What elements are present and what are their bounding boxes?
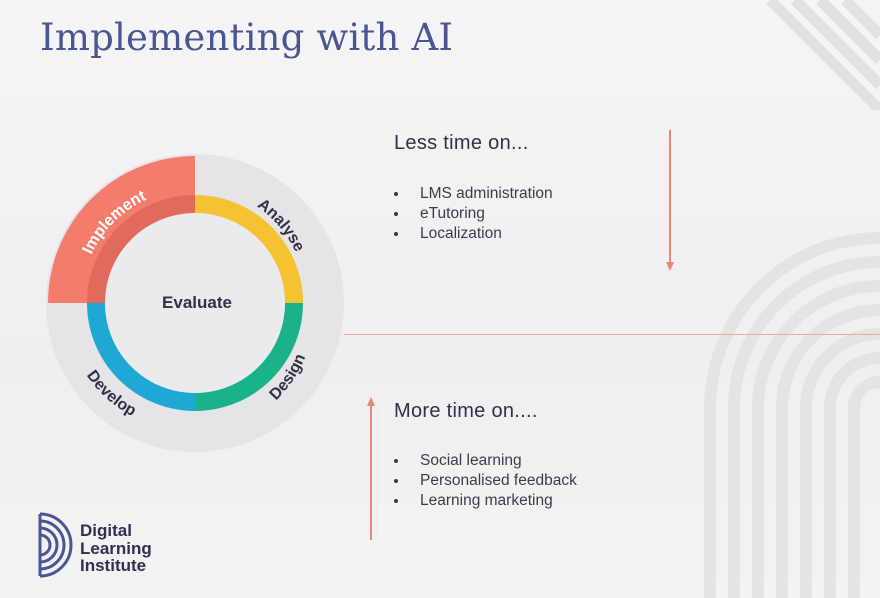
digital-learning-institute-logo (38, 512, 73, 578)
bullet-icon (394, 459, 398, 463)
list-item-text: Localization (420, 225, 502, 242)
list-item-text: Learning marketing (420, 492, 553, 509)
more-time-heading: More time on.... (394, 400, 538, 422)
design-ring-segment (194, 302, 303, 411)
analyse-ring-segment (194, 195, 303, 304)
bullet-icon (394, 192, 398, 196)
list-item: eTutoring (394, 204, 553, 224)
less-time-list: LMS administration eTutoring Localizatio… (394, 184, 553, 244)
list-item-text: Personalised feedback (420, 472, 577, 489)
logo-line: Learning (80, 538, 152, 558)
list-item: Localization (394, 224, 553, 244)
evaluate-label: Evaluate (162, 293, 232, 312)
bullet-icon (394, 479, 398, 483)
develop-ring-segment (87, 302, 196, 411)
arrow-down-icon (666, 130, 674, 271)
list-item-text: eTutoring (420, 205, 485, 222)
bullet-icon (394, 212, 398, 216)
list-item: LMS administration (394, 184, 553, 204)
page-title: Implementing with AI (40, 16, 454, 59)
bullet-icon (394, 499, 398, 503)
arrow-up-icon (367, 397, 375, 540)
list-item: Learning marketing (394, 491, 577, 511)
list-item: Personalised feedback (394, 471, 577, 491)
logo-line: Institute (80, 556, 147, 575)
section-divider (344, 334, 880, 335)
list-item-text: LMS administration (420, 185, 553, 202)
implement-ring-segment (87, 195, 196, 304)
background-stripes-top (766, 0, 880, 110)
less-time-heading: Less time on... (394, 132, 529, 154)
bullet-icon (394, 232, 398, 236)
cycle-inner-disc (105, 213, 285, 393)
logo-line: Digital (80, 521, 132, 540)
logo-wordmark: Digital Learning Institute (80, 522, 152, 575)
background-arches (704, 232, 880, 598)
more-time-list: Social learning Personalised feedback Le… (394, 451, 577, 511)
list-item: Social learning (394, 451, 577, 471)
list-item-text: Social learning (420, 452, 522, 469)
addie-cycle-diagram: Evaluate Implement Analyse Design Develo… (46, 154, 344, 452)
